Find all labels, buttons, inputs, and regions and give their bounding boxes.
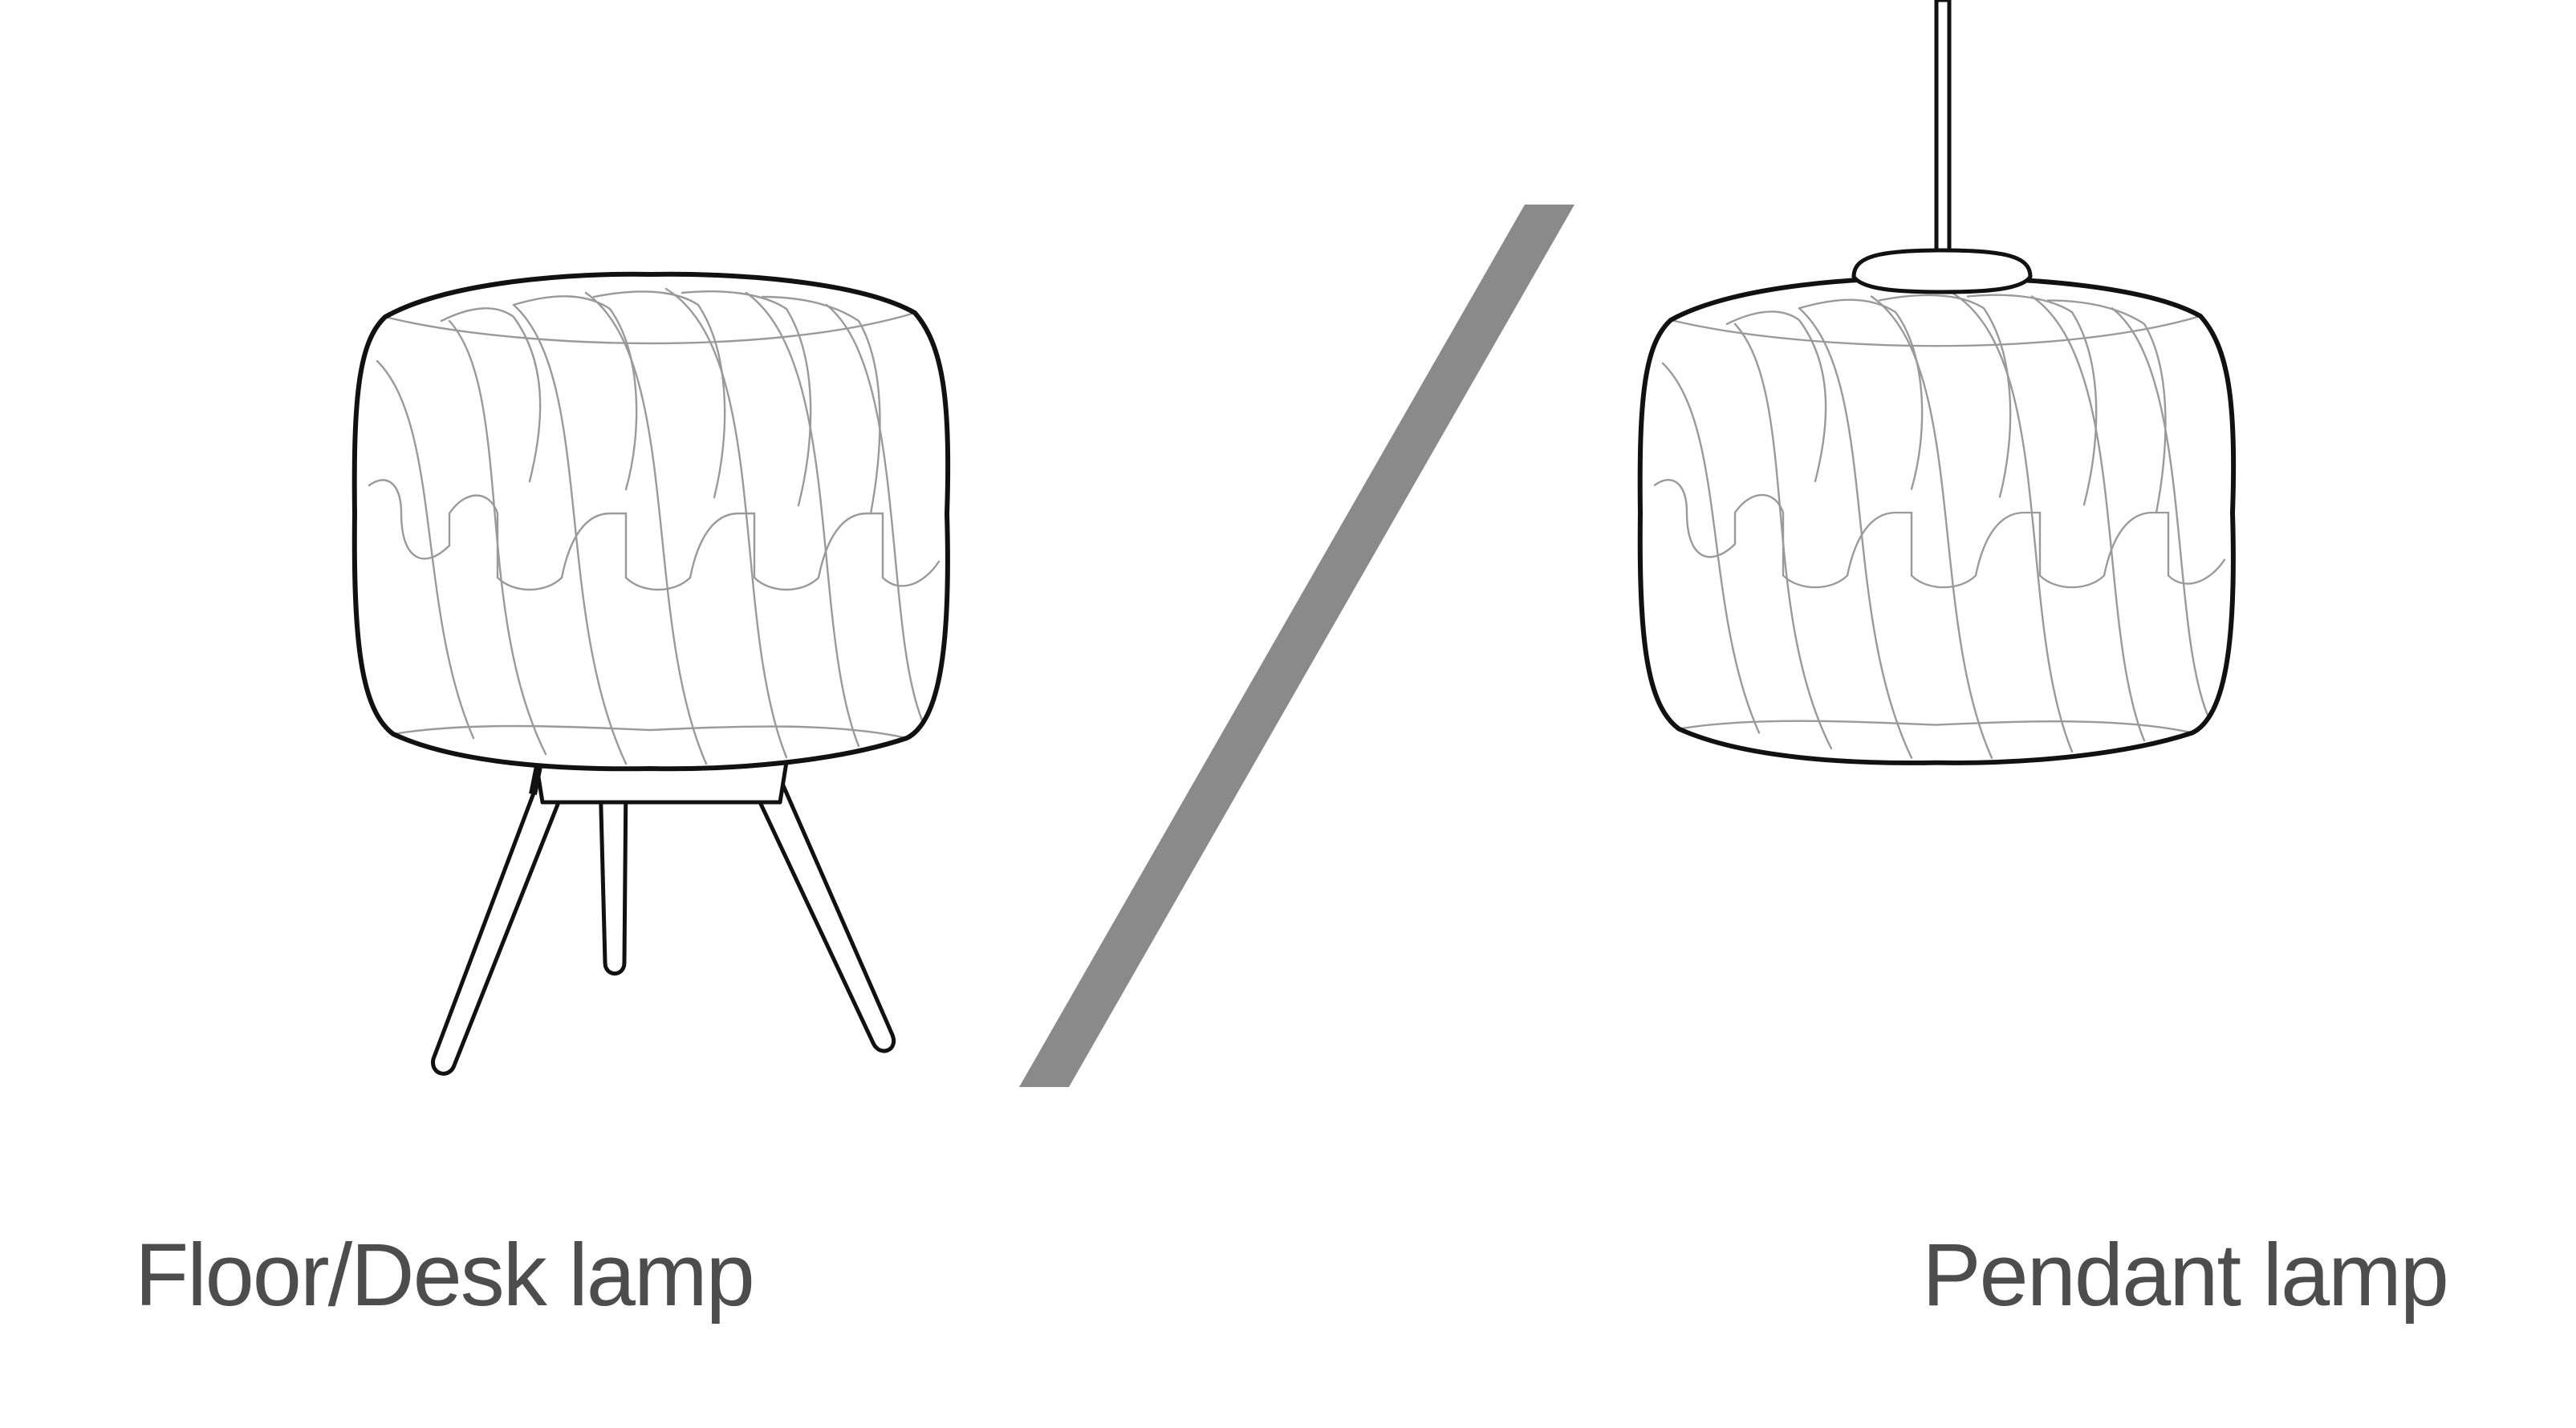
pendant-lamp-icon [1640,0,2233,763]
tripod-legs [431,760,896,1076]
tripod-floor-lamp-icon [355,274,948,1076]
left-drum-shade [355,274,948,769]
right-drum-shade [1640,278,2233,763]
floor-desk-lamp-caption: Floor/Desk lamp [135,1226,755,1325]
pendant-lamp-caption: Pendant lamp [1922,1226,2449,1325]
pendant-hub [1851,248,2033,294]
slash-divider [1019,205,1574,1087]
suspension-rod [1934,0,1952,267]
